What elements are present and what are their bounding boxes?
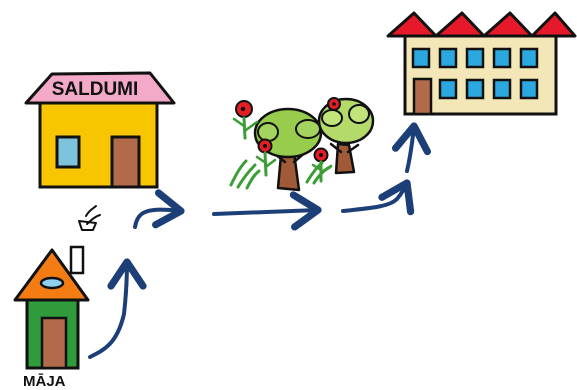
route-arrow-3 [212, 191, 322, 231]
route-arrow-4 [341, 179, 415, 216]
route-arrow-1 [88, 258, 147, 359]
shop-sign-text: SALDUMI [52, 79, 139, 100]
route-arrow-2 [133, 189, 185, 229]
home-label: MĀJA [23, 373, 66, 390]
candy-shop-icon: SALDUMI [24, 71, 176, 189]
school-building-icon [386, 11, 577, 116]
home-icon: MĀJA [13, 205, 101, 390]
route-arrow-5 [391, 122, 431, 173]
park-trees-icon [229, 97, 375, 192]
route-arrows [88, 122, 431, 359]
